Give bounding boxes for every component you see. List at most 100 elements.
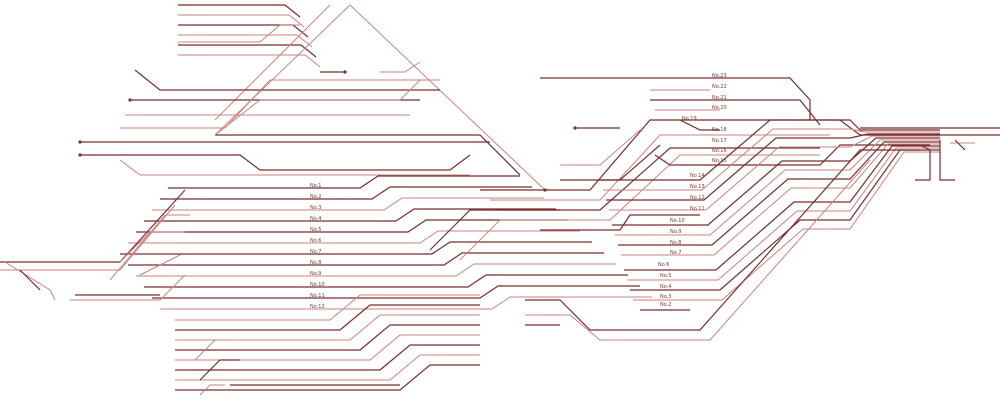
track-number-label: No.6 xyxy=(310,238,321,244)
station-track xyxy=(152,197,544,211)
siding-track xyxy=(178,44,317,58)
track-number-label: No.5 xyxy=(660,273,671,279)
buffer-stop-icon xyxy=(78,153,82,157)
track-line xyxy=(139,254,181,276)
track-line xyxy=(520,154,820,221)
track-number-label: No.6 xyxy=(658,262,669,268)
track-number-label: No.11 xyxy=(690,206,705,212)
track-number-label: No.23 xyxy=(712,73,727,79)
station-track xyxy=(615,139,940,236)
track-number-label: No.19 xyxy=(682,116,697,122)
track-number-label: No.7 xyxy=(310,249,321,255)
buffer-stop-icon xyxy=(128,98,132,102)
track-line xyxy=(4,261,56,301)
siding-track xyxy=(178,54,321,68)
track-number-label: No.10 xyxy=(310,282,325,288)
track-line xyxy=(380,61,421,73)
siding-track xyxy=(175,304,480,331)
station-track xyxy=(160,296,652,310)
station-track xyxy=(128,252,604,266)
track-line xyxy=(915,144,931,181)
track-line xyxy=(215,134,521,176)
station-track xyxy=(600,119,940,181)
siding-track xyxy=(175,294,480,321)
track-number-label: No.22 xyxy=(712,84,727,90)
track-number-label: No.11 xyxy=(310,293,325,299)
track-line xyxy=(560,129,641,166)
track-number-label: No.4 xyxy=(310,216,321,222)
track-line xyxy=(214,4,331,121)
track-line xyxy=(199,384,225,396)
approach-track xyxy=(0,204,176,271)
track-line xyxy=(525,159,871,341)
main-diagonal xyxy=(214,4,351,136)
siding-track xyxy=(175,324,480,351)
station-track xyxy=(603,128,940,191)
main-line xyxy=(480,119,1000,191)
track-line xyxy=(540,77,811,120)
track-number-label: No.13 xyxy=(690,184,705,190)
track-number-label: No.5 xyxy=(310,227,321,233)
track-line xyxy=(134,69,440,91)
station-track xyxy=(168,175,520,189)
station-track xyxy=(120,241,592,255)
siding-track xyxy=(175,364,480,391)
track-number-label: No.3 xyxy=(660,294,671,300)
track-number-label: No.4 xyxy=(660,284,671,290)
track-line xyxy=(560,144,661,181)
station-track xyxy=(136,263,616,277)
station-track xyxy=(621,143,940,256)
track-number-label: No.9 xyxy=(310,271,321,277)
track-number-label: No.9 xyxy=(670,229,681,235)
station-track xyxy=(144,208,556,222)
track-number-label: No.20 xyxy=(712,105,727,111)
track-number-label: No.2 xyxy=(310,194,321,200)
track-number-label: No.1 xyxy=(310,183,321,189)
track-line xyxy=(80,154,471,171)
station-track xyxy=(160,186,532,200)
track-number-label: No.8 xyxy=(310,260,321,266)
track-line xyxy=(500,147,820,211)
siding-track xyxy=(178,34,313,48)
track-number-label: No.15 xyxy=(712,158,727,164)
station-track xyxy=(152,285,640,299)
station-track xyxy=(144,274,628,288)
track-line xyxy=(540,214,700,231)
track-line xyxy=(19,269,41,291)
track-number-label: No.12 xyxy=(690,195,705,201)
track-number-label: No.17 xyxy=(712,138,727,144)
station-track xyxy=(633,151,940,301)
station-track xyxy=(128,230,580,244)
track-line xyxy=(939,140,955,181)
track-number-label: No.2 xyxy=(660,302,671,308)
siding-track xyxy=(175,314,480,341)
track-number-label: No.7 xyxy=(670,250,681,256)
track-number-label: No.21 xyxy=(712,95,727,101)
track-line xyxy=(490,134,830,201)
track-line xyxy=(650,99,821,126)
siding-track xyxy=(175,344,480,371)
track-line xyxy=(119,159,470,176)
main-diagonal xyxy=(349,4,546,191)
track-number-label: No.14 xyxy=(690,173,705,179)
buffer-stop-icon xyxy=(343,70,347,74)
track-line xyxy=(109,214,190,281)
track-line xyxy=(654,144,930,166)
track-line xyxy=(459,219,520,261)
track-number-label: No.18 xyxy=(712,127,727,133)
siding-track xyxy=(175,334,480,361)
siding-track xyxy=(175,354,480,381)
siding-track xyxy=(178,14,305,28)
station-track xyxy=(627,147,940,281)
buffer-stop-icon xyxy=(78,140,82,144)
track-line xyxy=(679,119,720,131)
buffer-stop-icon xyxy=(543,188,547,192)
track-number-label: No.3 xyxy=(310,205,321,211)
track-line xyxy=(70,274,186,301)
track-number-label: No.16 xyxy=(712,148,727,154)
track-line xyxy=(954,139,966,151)
track-line xyxy=(525,149,920,331)
track-number-label: No.10 xyxy=(670,218,685,224)
